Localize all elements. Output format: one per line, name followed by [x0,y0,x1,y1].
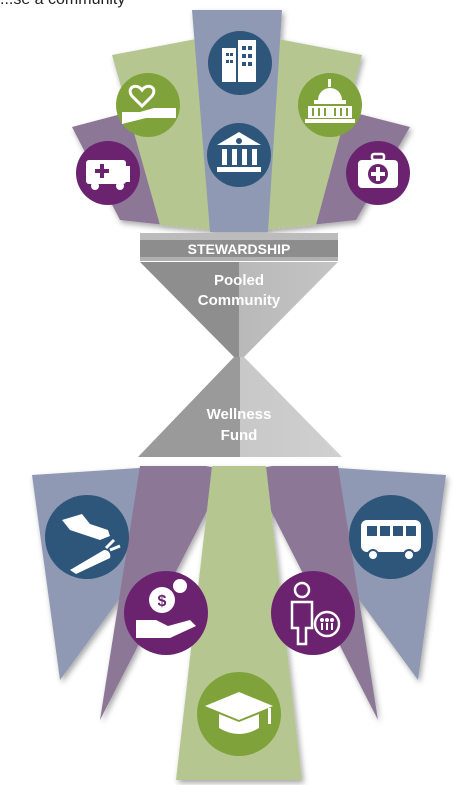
hand-heart-icon [116,73,180,137]
bank-icon [207,123,271,187]
capitol-icon [298,73,362,137]
bus-icon [349,495,433,579]
wellness-funnel [138,357,342,457]
office-building-icon [208,31,272,95]
graduation-cap-icon [197,672,281,756]
person-group-icon [271,571,355,655]
pooled-funnel [140,262,338,357]
sneaker-carrot-icon [45,495,129,579]
money-hand-icon: $ [124,571,208,655]
pooled-label-line2: Community [198,292,281,309]
svg-text:$: $ [158,593,167,610]
ambulance-icon [76,141,140,205]
pooled-label-line1: Pooled [214,272,264,289]
stewardship-band [140,233,338,261]
wellness-label-line2: Fund [221,427,258,444]
stewardship-label: STEWARDSHIP [188,241,291,257]
medical-kit-icon [346,141,410,205]
wellness-label-line1: Wellness [207,406,272,423]
header-fragment: ...se a community [0,0,125,9]
